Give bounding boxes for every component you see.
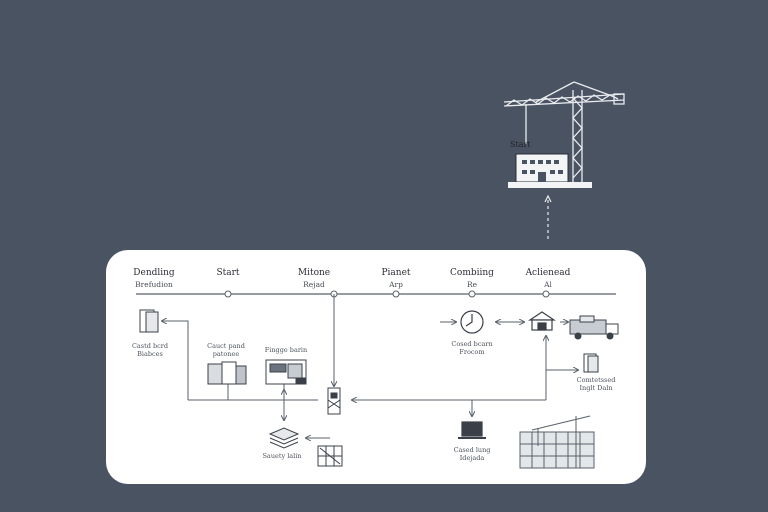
stage-1: Dendling Brefudion — [109, 268, 199, 290]
stage-5: Combiing Re — [427, 268, 517, 290]
stage-4: Pianet Arp — [351, 268, 441, 290]
tower-icon — [327, 387, 341, 415]
stage-label: Pianet — [381, 268, 411, 278]
scaffold-icon — [317, 445, 343, 467]
stage-label: Start — [216, 268, 240, 278]
stage-label: Aclienead — [525, 268, 571, 278]
stage-label: Dendling — [133, 268, 175, 278]
hero-construction-illustration: Start — [496, 78, 636, 246]
stage-sub: Arp — [389, 280, 403, 289]
document-right-icon — [583, 353, 599, 373]
clock-icon — [460, 310, 484, 334]
stage-sub: Re — [466, 280, 478, 289]
caption-stack: Sauety lalin — [262, 452, 302, 460]
building-crane-icon — [519, 415, 595, 469]
monitor-icon — [265, 359, 307, 385]
warehouse-icon — [528, 311, 556, 331]
stage-sub: Rejad — [303, 280, 325, 289]
truck-icon — [569, 315, 619, 340]
stage-2: Start — [183, 268, 273, 279]
laptop-icon — [458, 421, 486, 439]
process-flow-panel: Dendling Brefudion Start Mitone Rejad Pi… — [106, 250, 646, 484]
stack-icon — [268, 427, 300, 449]
stage-6: Aclienead Al — [503, 268, 593, 290]
caption-monitor: Fingge barin — [264, 346, 308, 354]
stage-label: Combiing — [450, 268, 494, 278]
flow-connectors — [136, 290, 619, 469]
crane-building-icon — [503, 81, 625, 242]
books-icon — [207, 361, 247, 385]
hero-label: Start — [510, 140, 531, 149]
stage-sub: Brefudion — [135, 280, 173, 289]
stage-label: Mitone — [297, 268, 331, 278]
stage-3: Mitone Rejad — [269, 268, 359, 290]
document-icon — [139, 309, 159, 333]
stage-sub: Al — [544, 280, 552, 289]
